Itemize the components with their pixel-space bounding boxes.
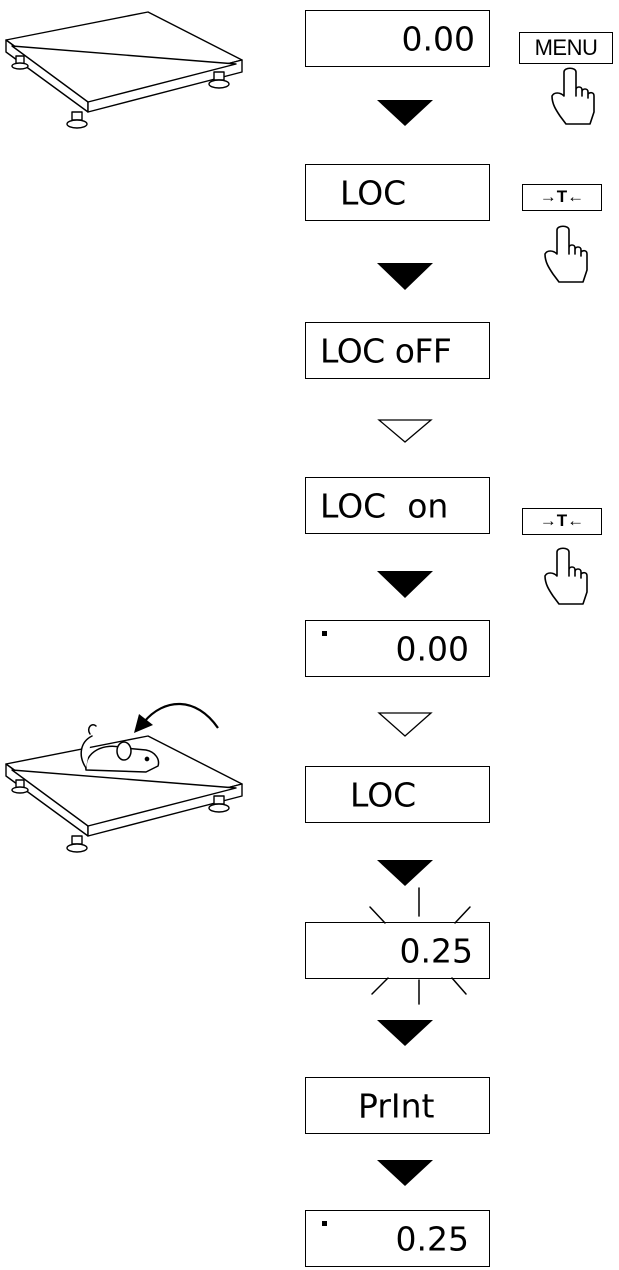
display-1-text: 0.00 — [401, 19, 475, 58]
menu-button[interactable]: MENU — [519, 32, 613, 64]
display-2-text: LOC — [340, 173, 407, 212]
arrow-down-outline — [377, 419, 433, 443]
arrow-down-solid — [377, 100, 433, 126]
arrow-down-solid — [377, 571, 433, 598]
mouse-icon — [80, 723, 160, 773]
display-5: 0.00 — [305, 620, 490, 677]
display-6: LOC — [305, 766, 490, 823]
display-4-text: LOC on — [320, 486, 449, 525]
flashing-rays-icon — [369, 887, 471, 1005]
place-load-arrow-icon — [134, 702, 219, 733]
display-7: 0.25 — [305, 922, 490, 979]
arrow-down-solid — [377, 263, 433, 290]
arrow-down-solid — [377, 1160, 433, 1186]
hand-pointer-icon — [544, 547, 588, 605]
platform-scale-icon — [5, 735, 243, 853]
hand-pointer-icon — [544, 225, 588, 283]
display-3: LOC oFF — [305, 322, 490, 379]
tare-button[interactable]: →T← — [522, 184, 602, 211]
display-8: PrInt — [305, 1077, 490, 1134]
flow-arrows — [377, 100, 433, 1186]
display-1: 0.00 — [305, 10, 490, 67]
display-2: LOC — [305, 164, 490, 221]
stability-dot — [322, 1221, 327, 1226]
display-7-text: 0.25 — [399, 931, 473, 970]
display-4: LOC on — [305, 477, 490, 534]
display-9-text: 0.25 — [395, 1219, 469, 1258]
arrow-down-solid — [377, 860, 433, 886]
display-8-text: PrInt — [358, 1086, 435, 1125]
stability-dot — [322, 631, 327, 636]
display-5-text: 0.00 — [395, 629, 469, 668]
arrow-down-outline — [377, 712, 433, 737]
arrow-down-solid — [377, 1020, 433, 1046]
display-9: 0.25 — [305, 1210, 490, 1267]
display-3-text: LOC oFF — [320, 331, 452, 370]
hand-pointer-icon — [551, 67, 595, 125]
tare-button[interactable]: →T← — [522, 508, 602, 535]
platform-scale-icon — [5, 11, 243, 129]
display-6-text: LOC — [350, 775, 417, 814]
